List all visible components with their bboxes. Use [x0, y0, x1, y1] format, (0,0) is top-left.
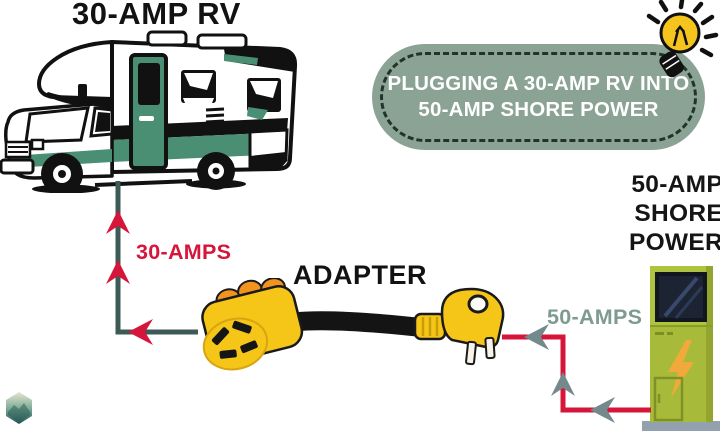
- flow-label-50amps: 50-AMPS: [547, 305, 643, 329]
- shore-power-line2: SHORE: [634, 200, 720, 227]
- tip-badge-line2: 50-AMP SHORE POWER: [418, 98, 659, 121]
- lightbulb-icon: [646, 0, 719, 78]
- tip-badge: PLUGGING A 30-AMP RV INTO 50-AMP SHORE P…: [372, 44, 705, 150]
- power-pedestal-illustration: [642, 266, 720, 431]
- flow-label-30amps: 30-AMPS: [136, 240, 232, 264]
- shore-power-line3: POWER: [628, 229, 720, 256]
- shore-power-label: 50-AMP SHORE POWER: [629, 170, 720, 257]
- adapter-male-end: [413, 287, 505, 366]
- hexagon-landscape-logo-icon: [6, 392, 32, 424]
- tip-badge-line1: PLUGGING A 30-AMP RV INTO: [387, 72, 690, 95]
- tip-badge-border: PLUGGING A 30-AMP RV INTO 50-AMP SHORE P…: [380, 52, 697, 142]
- rv-illustration: [0, 30, 298, 193]
- adapter-label: ADAPTER: [293, 260, 428, 290]
- adapter-illustration: [201, 278, 505, 371]
- shore-power-line1: 50-AMP: [631, 171, 720, 198]
- rv-title: 30-AMP RV: [72, 0, 241, 31]
- adapter-female-end: [201, 278, 304, 371]
